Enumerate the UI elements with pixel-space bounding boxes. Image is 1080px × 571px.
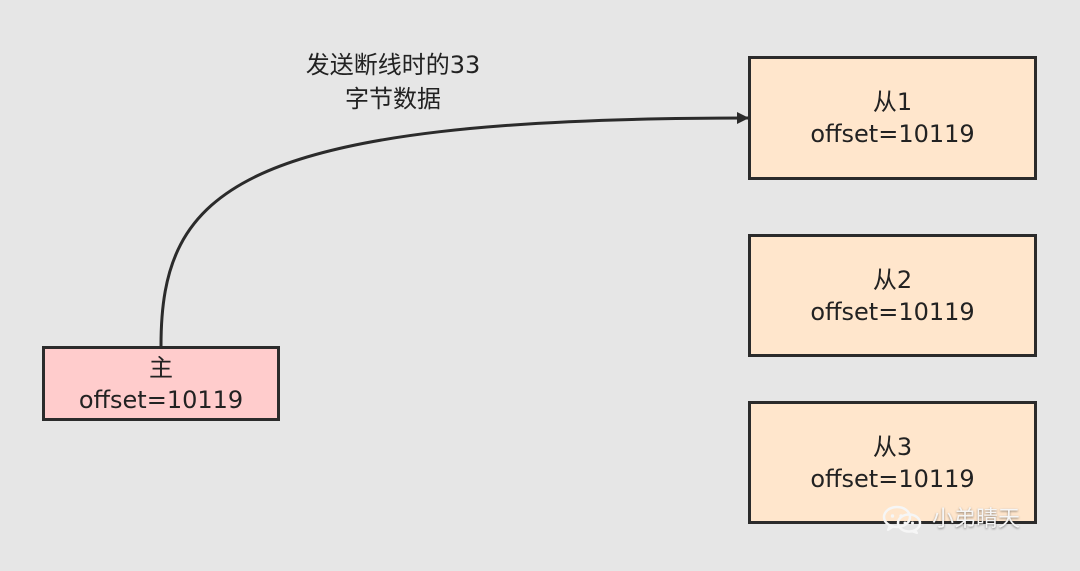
watermark: 小弟晴天 — [882, 502, 1020, 538]
arrow-label-line-2: 字节数据 — [345, 85, 441, 113]
watermark-text: 小弟晴天 — [932, 507, 1021, 532]
slave-node-2-offset: offset=10119 — [810, 297, 975, 326]
master-to-slave1-arrow — [159, 112, 749, 347]
slave-node-3-offset: offset=10119 — [810, 464, 975, 493]
master-node-name: 主 — [149, 353, 173, 382]
slave-node-3: 从3 offset=10119 — [748, 401, 1037, 524]
arrow-label-line-1: 发送断线时的33 — [305, 51, 481, 79]
slave-node-2-name: 从2 — [872, 265, 913, 294]
slave-node-2: 从2 offset=10119 — [748, 234, 1037, 357]
slave-node-3-name: 从3 — [872, 432, 913, 461]
slave-node-1-offset: offset=10119 — [810, 120, 975, 148]
slave-node-1-name: 从1 — [872, 88, 913, 116]
slave-node-1: 从1 offset=10119 — [748, 56, 1037, 180]
arrow-label: 发送断线时的33 字节数据 — [282, 48, 504, 116]
master-node-offset: offset=10119 — [78, 385, 244, 414]
master-node: 主 offset=10119 — [42, 346, 280, 421]
wechat-icon — [882, 505, 924, 535]
